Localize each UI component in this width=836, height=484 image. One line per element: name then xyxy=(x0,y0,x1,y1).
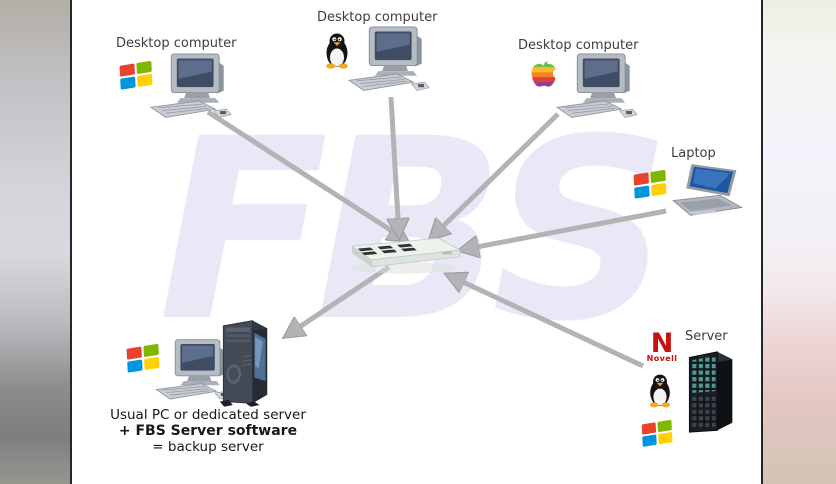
network-switch-illustration xyxy=(349,237,461,274)
frame-border-left xyxy=(70,0,72,484)
caption-line1: Usual PC or dedicated server xyxy=(110,407,306,423)
linux-tux-icon xyxy=(649,374,671,408)
desktop1-computer-illustration xyxy=(150,53,232,118)
novell-n-letter: N xyxy=(650,328,674,359)
windows-logo-icon xyxy=(633,169,667,199)
backup-tower-illustration xyxy=(219,320,268,408)
blurred-right-margin xyxy=(763,0,836,484)
desktop2-computer-illustration xyxy=(348,26,430,91)
server-tower-illustration xyxy=(688,351,733,433)
novell-logo: N Novell xyxy=(644,328,680,363)
desktop2-label: Desktop computer xyxy=(317,10,438,25)
frame-border-right xyxy=(761,0,763,484)
backup-server-caption: Usual PC or dedicated server + FBS Serve… xyxy=(98,407,318,455)
caption-line3: = backup server xyxy=(152,439,264,455)
laptop-label: Laptop xyxy=(671,146,716,161)
laptop-illustration xyxy=(672,164,743,216)
desktop3-label: Desktop computer xyxy=(518,38,639,53)
desktop1-label: Desktop computer xyxy=(116,36,237,51)
server-label: Server xyxy=(685,329,728,344)
desktop3-computer-illustration xyxy=(556,53,638,118)
windows-logo-icon xyxy=(641,419,673,447)
novell-wordmark: Novell xyxy=(646,354,678,363)
caption-line2: + FBS Server software xyxy=(118,423,298,439)
blurred-left-margin xyxy=(0,0,70,484)
